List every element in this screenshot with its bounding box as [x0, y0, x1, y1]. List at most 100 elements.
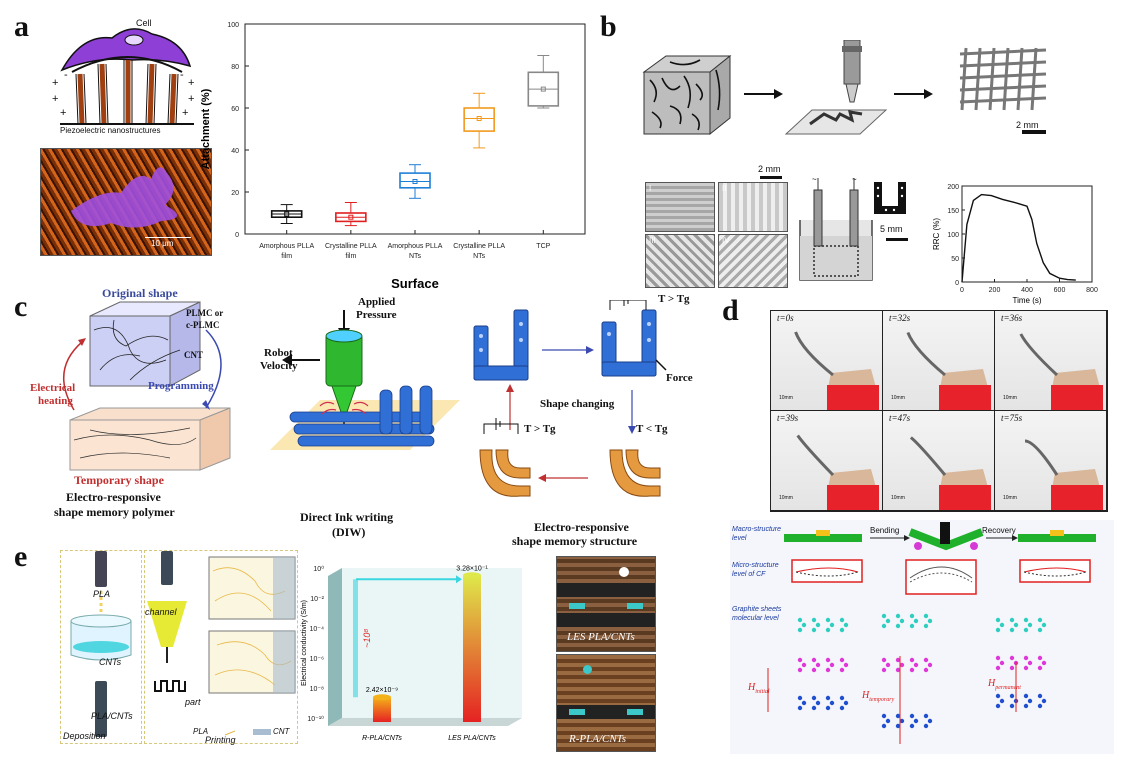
- graphite-label-2: molecular level: [732, 615, 779, 622]
- graphite-atom: [1027, 622, 1033, 628]
- piezo-label: Piezoelectric nanostructures: [60, 126, 161, 135]
- box-mean: [412, 179, 418, 184]
- graphite-atom: [1037, 655, 1043, 661]
- y-tick-label: 50: [951, 256, 959, 263]
- macro-label-2: level: [732, 535, 747, 542]
- panel-letter-a: a: [14, 10, 29, 43]
- graphite-atom: [797, 657, 803, 663]
- y-tick-label: 100: [227, 22, 239, 29]
- graphite-atom: [829, 700, 835, 706]
- pla-label: PLA: [93, 589, 111, 599]
- legend-pla: PLA: [193, 727, 209, 736]
- scale-label: 10mm: [779, 395, 793, 401]
- y-tick-label: 20: [231, 190, 239, 197]
- graphite-atom: [881, 623, 887, 629]
- robot-label-1: Robot: [264, 347, 293, 359]
- y-tick-label: 40: [231, 148, 239, 155]
- y-tick-label: 10⁻¹⁰: [307, 715, 324, 723]
- t-lt-tg: T < Tg: [636, 423, 668, 435]
- chart-floor: [328, 718, 522, 726]
- graphite-atom: [885, 718, 891, 724]
- scale-label: 10mm: [891, 395, 905, 401]
- y-tick-label: 0: [235, 232, 239, 239]
- graphite-atom: [909, 667, 915, 673]
- graphite-atom: [839, 657, 845, 663]
- plot-frame: [961, 185, 1093, 283]
- u-sample-diagram: [874, 182, 906, 214]
- applied-label-2: Pressure: [356, 309, 397, 321]
- graphite-atom: [797, 695, 803, 701]
- ratio-arrow-vertical: [353, 579, 358, 698]
- y-axis-title: Attachment (%): [200, 88, 212, 169]
- les-pla-cnts-photo: LES PLA/CNTs: [556, 556, 656, 652]
- micrograph-iv: IV: [718, 234, 788, 288]
- printer-nozzle-diagram: [784, 40, 888, 135]
- graphite-atom: [1027, 660, 1033, 666]
- svg-text:~: ~: [812, 176, 817, 184]
- ratio-arrow-head: [456, 575, 462, 584]
- graphite-atom: [815, 622, 821, 628]
- part-label: part: [185, 697, 201, 707]
- x-axis-title: Time (s): [1012, 296, 1041, 305]
- graphite-atom: [829, 622, 835, 628]
- plot-frame: [244, 23, 586, 235]
- les-photo-label: LES PLA/CNTs: [567, 631, 635, 643]
- applied-label-1: Applied: [358, 296, 396, 308]
- graphite-atom: [1023, 665, 1029, 671]
- cnts-label: CNTs: [99, 657, 122, 667]
- svg-text:~: ~: [852, 176, 857, 184]
- arrow-icon: [894, 89, 933, 99]
- cnt-label: CNT: [184, 350, 204, 360]
- graphite-atom: [923, 623, 929, 629]
- h-initial-label: Hinitial: [748, 682, 770, 695]
- scale-label: 10mm: [1003, 395, 1017, 401]
- bar-value-label: 3.28×10⁻¹: [456, 565, 488, 572]
- box-mean: [540, 86, 546, 92]
- panel-letter-d: d: [722, 294, 739, 327]
- graphite-atom: [923, 723, 929, 729]
- graphite-atom: [839, 695, 845, 701]
- svg-text:+: +: [188, 93, 194, 105]
- graphite-atom: [825, 705, 831, 711]
- graphite-atom: [815, 662, 821, 668]
- svg-text:-: -: [180, 69, 184, 81]
- scale-label-right: 5 mm: [880, 224, 903, 234]
- graphite-atom: [999, 660, 1005, 666]
- graphite-atom: [895, 657, 901, 663]
- scale-label-top: 2 mm: [1016, 120, 1039, 130]
- svg-text:+: +: [188, 77, 194, 89]
- scale-label-mid: 2 mm: [758, 164, 781, 174]
- graphite-atom: [923, 667, 929, 673]
- svg-text:+: +: [182, 107, 188, 119]
- printed-lattice-image: [950, 40, 1060, 126]
- x-tick-label: 0: [960, 287, 964, 294]
- graphite-atom: [999, 622, 1005, 628]
- micro-label-2: level of CF: [732, 571, 766, 578]
- graphite-atom: [1023, 703, 1029, 709]
- graphite-label-1: Graphite sheets: [732, 606, 782, 613]
- x-tick-label: Crystalline PLLA: [453, 243, 505, 250]
- printing-label: Printing: [205, 735, 236, 745]
- graphite-atom: [825, 627, 831, 633]
- graphite-atom: [811, 617, 817, 623]
- h-permanent-label: Hpermanent: [988, 678, 1021, 691]
- graphite-atom: [1009, 665, 1015, 671]
- box-mean: [476, 116, 482, 121]
- y-tick-label: 60: [231, 106, 239, 113]
- graphite-atom: [1023, 693, 1029, 699]
- graphite-atom: [829, 662, 835, 668]
- panel-letter-b: b: [600, 10, 617, 43]
- electrical-label: Electrical: [30, 382, 76, 394]
- sms-caption-line2: shape memory structure: [512, 534, 638, 548]
- smp-caption-line1: Electro-responsive: [66, 490, 161, 504]
- y-tick-label: 100: [947, 232, 959, 239]
- graphite-atom: [843, 662, 849, 668]
- graphite-atom: [881, 713, 887, 719]
- time-label: t=0s: [777, 313, 794, 323]
- bar-top: [373, 694, 391, 701]
- force-label: Force: [666, 372, 693, 384]
- graphite-atom: [839, 705, 845, 711]
- graphite-atom: [881, 657, 887, 663]
- box-mean: [348, 214, 354, 220]
